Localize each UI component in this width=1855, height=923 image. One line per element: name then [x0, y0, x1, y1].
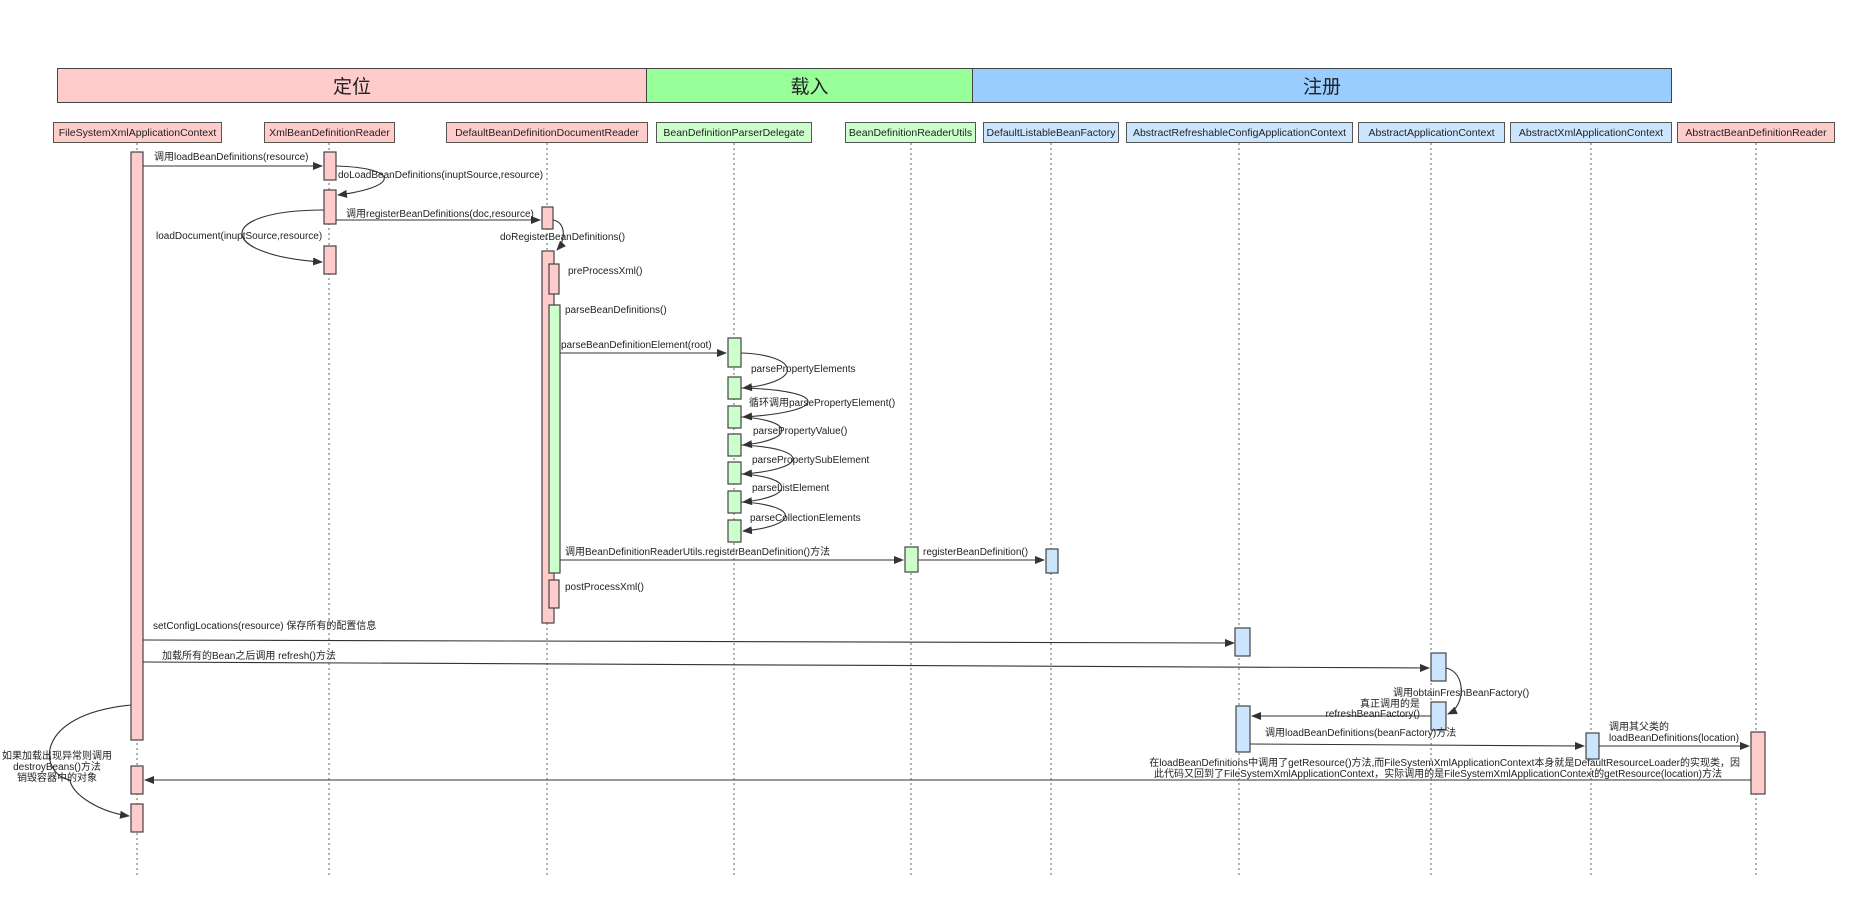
msg-parse-bean-definition-element: parseBeanDefinitionElement(root)	[561, 340, 712, 351]
msg-refresh-bean-factory: refreshBeanFactory()	[1325, 709, 1420, 720]
activation-bar	[727, 519, 742, 543]
activation-bar	[727, 490, 742, 514]
arrow	[740, 473, 783, 506]
msg-load-document: loadDocument(inuptSource,resource)	[156, 231, 323, 242]
activation-bar	[323, 245, 337, 275]
activation-bar	[541, 206, 554, 230]
activation-bar	[130, 151, 144, 741]
arrow	[740, 501, 787, 535]
activation-bar	[323, 151, 337, 181]
activation-bar	[548, 579, 560, 609]
msg-parse-property-value: parsePropertyValue()	[753, 426, 848, 437]
participant-abstract-xml-application-context: AbstractXmlApplicationContext	[1510, 122, 1672, 143]
participant-xml-bean-definition-reader: XmlBeanDefinitionReader	[264, 122, 395, 143]
arrow	[740, 444, 794, 478]
activation-bar	[1234, 627, 1251, 657]
activation-bar	[727, 405, 742, 429]
activation-bar	[548, 263, 560, 295]
participant-bean-definition-reader-utils: BeanDefinitionReaderUtils	[845, 122, 976, 143]
activation-bar	[323, 189, 337, 225]
activation-bar	[727, 376, 742, 400]
msg-load-bean-definitions-factory: 调用loadBeanDefinitions(beanFactory)方法	[1265, 728, 1457, 739]
msg-call-parent-class: 调用其父类的	[1609, 722, 1669, 733]
msg-refresh: 加载所有的Bean之后调用 refresh()方法	[162, 651, 336, 662]
participant-default-bean-definition-document-reader: DefaultBeanDefinitionDocumentReader	[446, 122, 648, 143]
msg-call-reader-utils-register: 调用BeanDefinitionReaderUtils.registerBean…	[565, 547, 831, 558]
activation-bar	[548, 304, 561, 574]
activation-bar	[1045, 548, 1059, 574]
activation-bar	[727, 461, 742, 485]
arrow	[49, 704, 132, 819]
participant-filesystem-xml-app-context: FileSystemXmlApplicationContext	[53, 122, 222, 143]
activation-bar	[1430, 652, 1447, 682]
msg-register-bean-definitions: 调用registerBeanDefinitions(doc,resource)	[346, 209, 534, 220]
msg-loop-parse-property-element: 循环调用parsePropertyElement()	[749, 398, 896, 409]
msg-do-register-bean-definitions: doRegisterBeanDefinitions()	[500, 232, 626, 243]
msg-do-load-bean-definitions: doLoadBeanDefinitions(inuptSource,resour…	[338, 170, 544, 181]
activation-bar	[727, 337, 742, 368]
arrow	[740, 352, 788, 392]
participant-bean-definition-parser-delegate: BeanDefinitionParserDelegate	[656, 122, 812, 143]
activation-bar	[904, 546, 919, 573]
activation-bar	[1430, 701, 1447, 731]
msg-exception-note-3: 销毁容器中的对象	[17, 773, 97, 784]
msg-parse-bean-definitions: parseBeanDefinitions()	[565, 305, 667, 316]
msg-parse-property-elements: parsePropertyElements	[751, 364, 856, 375]
msg-actually-calls: 真正调用的是	[1360, 699, 1420, 710]
activation-bar	[727, 433, 742, 457]
activation-bar	[1235, 705, 1251, 753]
participant-default-listable-bean-factory: DefaultListableBeanFactory	[983, 122, 1119, 143]
arrow	[552, 219, 566, 251]
arrow	[1249, 741, 1585, 750]
msg-exception-note-1: 如果加载出现异常则调用	[2, 751, 112, 762]
participant-abstract-refreshable-config-app-context: AbstractRefreshableConfigApplicationCont…	[1126, 122, 1353, 143]
participant-abstract-bean-definition-reader: AbstractBeanDefinitionReader	[1677, 122, 1835, 143]
msg-parse-property-sub-element: parsePropertySubElement	[752, 455, 870, 466]
activation-bar	[1585, 732, 1600, 760]
msg-exception-note-2: destroyBeans()方法	[13, 762, 101, 773]
msg-parse-collection-elements: parseCollectionElements	[750, 513, 861, 524]
phase-register: 注册	[972, 68, 1672, 103]
activation-bar	[1750, 731, 1766, 795]
phase-locate: 定位	[57, 68, 647, 103]
arrow	[241, 209, 325, 266]
msg-load-bean-definitions-location: loadBeanDefinitions(location)	[1609, 733, 1740, 744]
arrow	[740, 387, 809, 421]
arrow	[335, 165, 385, 198]
msg-parse-list-element: parseListElement	[752, 483, 830, 494]
message-arrows	[49, 162, 1751, 819]
activation-bar	[130, 803, 144, 833]
msg-post-process-xml: postProcessXml()	[565, 582, 644, 593]
msg-get-resource-note-2: 此代码又回到了FileSystemXmlApplicationContext，实…	[1154, 769, 1722, 780]
arrow	[740, 416, 783, 449]
participant-abstract-application-context: AbstractApplicationContext	[1358, 122, 1505, 143]
arrow	[142, 661, 1430, 672]
phase-load: 载入	[646, 68, 973, 103]
msg-obtain-fresh-bean-factory: 调用obtainFreshBeanFactory()	[1393, 688, 1530, 699]
msg-pre-process-xml: preProcessXml()	[568, 266, 643, 277]
activations	[130, 151, 1766, 833]
arrow	[1445, 667, 1462, 715]
msg-load-bean-definitions: 调用loadBeanDefinitions(resource)	[154, 152, 309, 163]
msg-set-config-locations: setConfigLocations(resource) 保存所有的配置信息	[153, 621, 377, 632]
activation-bar	[130, 765, 144, 795]
arrow	[142, 638, 1235, 647]
msg-register-bean-definition: registerBeanDefinition()	[923, 547, 1029, 558]
msg-get-resource-note-1: 在loadBeanDefinitions中调用了getResource()方法,…	[1149, 758, 1740, 769]
